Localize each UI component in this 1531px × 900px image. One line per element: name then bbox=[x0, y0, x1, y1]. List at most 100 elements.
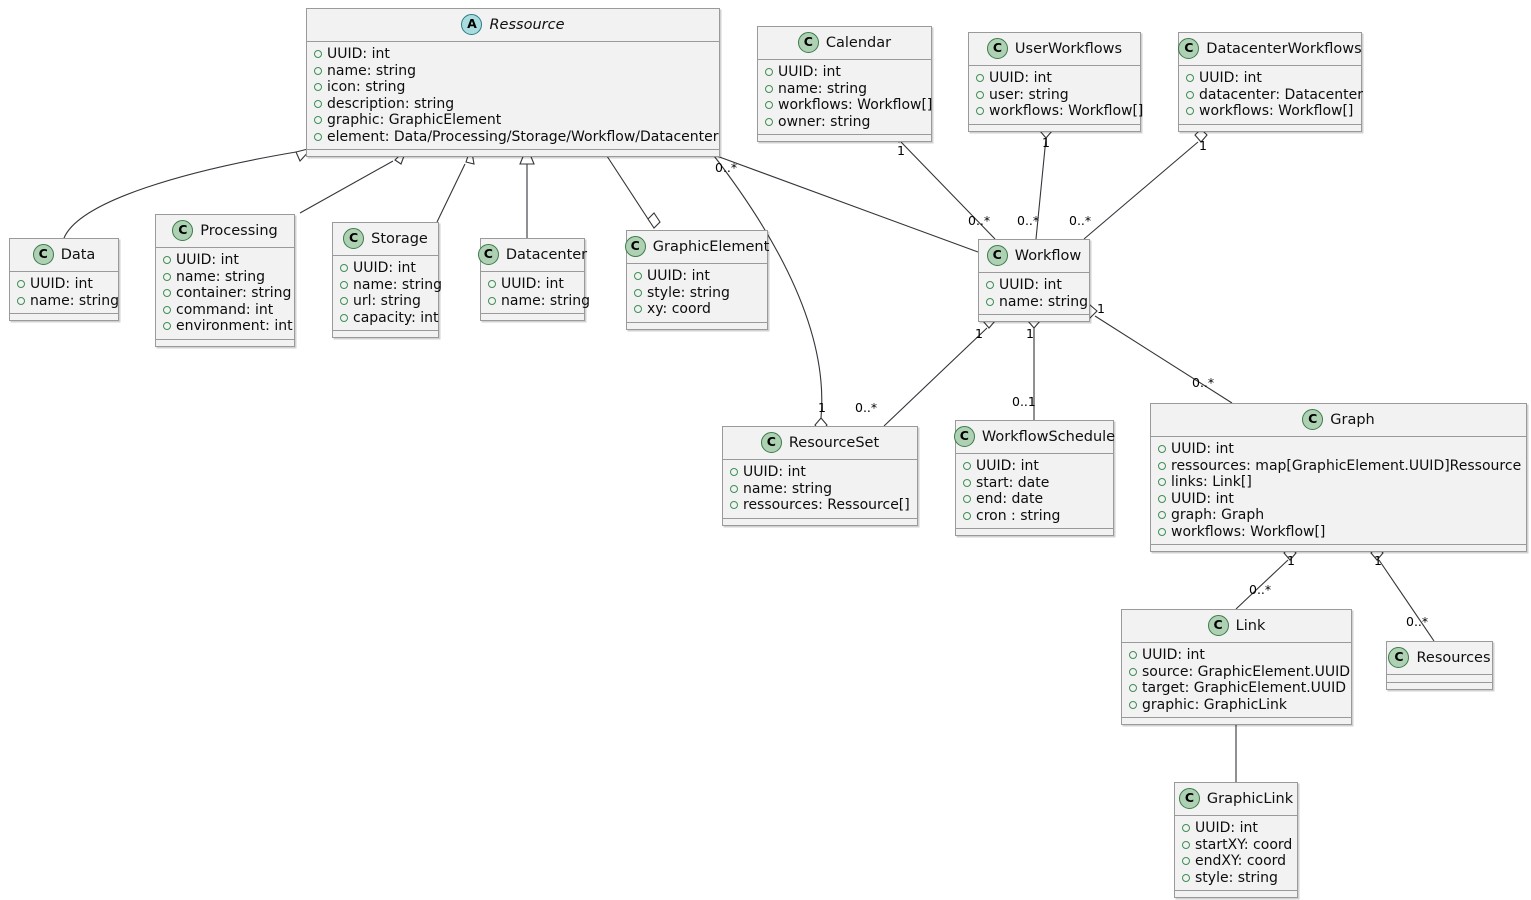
class-attribute: name: string bbox=[765, 81, 924, 98]
visibility-public-icon bbox=[986, 281, 994, 290]
attribute-label: end: date bbox=[976, 491, 1044, 507]
visibility-public-icon bbox=[314, 116, 322, 125]
class-methods-section bbox=[627, 321, 767, 329]
attribute-label: command: int bbox=[176, 301, 274, 318]
class-icon: C bbox=[986, 38, 1008, 59]
visibility-public-icon bbox=[340, 297, 348, 306]
visibility-public-icon bbox=[1158, 527, 1166, 536]
multiplicity-label: 1 bbox=[1199, 138, 1207, 153]
class-attribute: UUID: int bbox=[488, 276, 577, 293]
edge-datacenterworkflows-workflow bbox=[1083, 128, 1208, 240]
class-attribute: UUID: int bbox=[314, 46, 712, 63]
visibility-public-icon bbox=[1158, 461, 1166, 470]
class-attribute: container: string bbox=[163, 285, 291, 302]
attribute-label: description: string bbox=[327, 95, 455, 112]
class-attribute: name: string bbox=[986, 294, 1088, 311]
visibility-public-icon bbox=[1158, 511, 1166, 520]
visibility-public-icon bbox=[163, 272, 171, 281]
visibility-public-icon bbox=[976, 74, 984, 83]
attribute-label: UUID: int bbox=[1171, 441, 1234, 457]
multiplicity-label: 1 bbox=[1042, 135, 1050, 150]
visibility-public-icon bbox=[163, 305, 171, 314]
class-attribute: UUID: int bbox=[1129, 647, 1344, 664]
attribute-label: UUID: int bbox=[1199, 70, 1262, 86]
class-attribute: name: string bbox=[340, 277, 442, 294]
attribute-label: startXY: coord bbox=[1195, 836, 1293, 853]
class-methods-section bbox=[481, 313, 584, 320]
class-attribute: cron : string bbox=[963, 508, 1106, 525]
multiplicity-label: 0..1 bbox=[1012, 394, 1036, 409]
visibility-public-icon bbox=[314, 99, 322, 108]
class-name: Processing bbox=[200, 222, 278, 239]
attribute-label: UUID: int bbox=[989, 70, 1052, 86]
class-attribute: UUID: int bbox=[730, 464, 910, 481]
visibility-public-icon bbox=[963, 495, 971, 504]
attribute-label: UUID: int bbox=[30, 276, 93, 292]
attribute-label: UUID: int bbox=[976, 458, 1039, 474]
class-icon: C bbox=[477, 244, 499, 265]
class-attribute: icon: string bbox=[314, 79, 712, 96]
attribute-label: cron : string bbox=[976, 507, 1061, 524]
attribute-label: name: string bbox=[30, 292, 120, 309]
class-icon: C bbox=[1302, 409, 1324, 430]
class-icon: C bbox=[760, 432, 782, 453]
class-name: Graph bbox=[1330, 411, 1375, 428]
attribute-label: start: date bbox=[976, 474, 1050, 491]
multiplicity-label: 1 bbox=[1287, 553, 1295, 568]
visibility-public-icon bbox=[314, 50, 322, 59]
class-methods-section bbox=[1122, 717, 1351, 724]
visibility-public-icon bbox=[1158, 478, 1166, 487]
attribute-label: target: GraphicElement.UUID bbox=[1142, 680, 1347, 696]
class-attribute: environment: int bbox=[163, 318, 293, 335]
attribute-label: links: Link[] bbox=[1171, 474, 1252, 490]
attribute-label: workflows: Workflow[] bbox=[1171, 523, 1326, 540]
class-attribute: links: Link[] bbox=[1158, 474, 1519, 491]
class-name: WorkflowSchedule bbox=[981, 428, 1116, 445]
class-attribute: name: string bbox=[488, 293, 590, 310]
attribute-label: graph: Graph bbox=[1171, 507, 1265, 523]
class-methods-section bbox=[758, 134, 931, 141]
class-name: DatacenterWorkflows bbox=[1206, 40, 1362, 57]
class-name: GraphicLink bbox=[1206, 790, 1294, 807]
edge-processing-ressource bbox=[299, 147, 408, 214]
class-attribute: workflows: Workflow[] bbox=[976, 103, 1143, 120]
class-icon: C bbox=[986, 245, 1008, 266]
visibility-public-icon bbox=[340, 264, 348, 273]
class-attribute: endXY: coord bbox=[1182, 853, 1290, 870]
attribute-label: name: string bbox=[327, 62, 417, 79]
attribute-label: datacenter: Datacenter bbox=[1199, 86, 1363, 103]
attribute-label: graphic: GraphicLink bbox=[1142, 696, 1287, 713]
edge-graph-link bbox=[1235, 545, 1297, 610]
visibility-public-icon bbox=[314, 132, 322, 141]
visibility-public-icon bbox=[765, 68, 773, 77]
class-header: C Graph bbox=[1151, 404, 1526, 436]
attribute-label: xy: coord bbox=[647, 301, 711, 317]
